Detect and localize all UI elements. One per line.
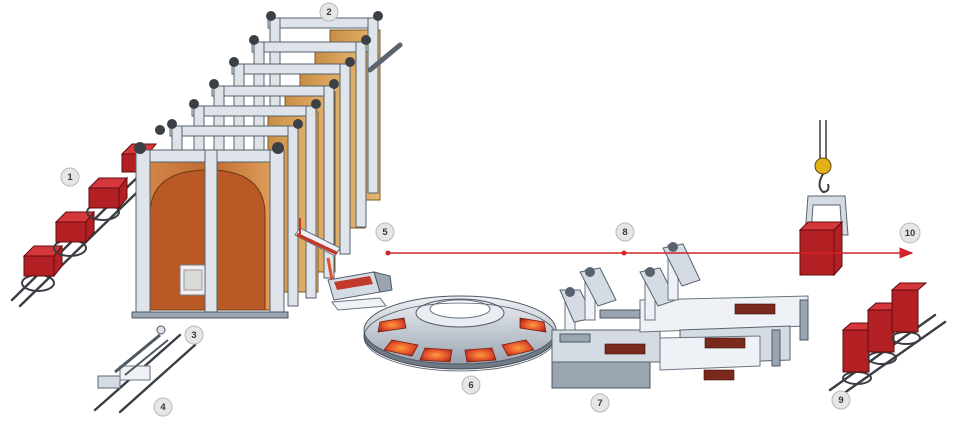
outgoing-anode (841, 322, 879, 385)
svg-text:8: 8 (622, 227, 627, 238)
outgoing-anode (890, 282, 928, 345)
anode-stack (604, 343, 646, 355)
wheel-mold (377, 317, 407, 333)
anode-stack (734, 303, 776, 315)
handling-arm (579, 267, 617, 321)
callout-3: 3 (184, 325, 204, 345)
callout-2: 2 (319, 2, 339, 22)
flow-node (621, 250, 627, 256)
anode-stack (704, 337, 746, 349)
charging-machine (93, 325, 197, 414)
callout-6: 6 (461, 375, 481, 395)
svg-text:10: 10 (905, 228, 916, 239)
anode-crane (798, 120, 849, 277)
wheel-mold (501, 339, 535, 357)
callout-10: 10 (899, 222, 921, 244)
callout-1: 1 (60, 167, 80, 187)
callout-7: 7 (590, 393, 610, 413)
svg-text:2: 2 (326, 7, 331, 18)
process-flow-arrow (385, 247, 914, 259)
melting-furnace (131, 125, 289, 319)
svg-text:7: 7 (597, 398, 602, 409)
outgoing-anode-conveyor (828, 282, 947, 398)
ladle-launder (294, 218, 393, 311)
incoming-ingot-conveyor (10, 143, 162, 308)
anode-stacking-machine (551, 242, 809, 389)
lifted-anode (798, 220, 844, 277)
wheel-mold (419, 347, 453, 363)
callout-4: 4 (153, 397, 173, 417)
svg-text:9: 9 (838, 395, 843, 406)
handling-arm (662, 242, 701, 301)
callout-9: 9 (831, 390, 851, 410)
wheel-mold (519, 317, 547, 333)
svg-text:5: 5 (382, 227, 388, 238)
wheel-mold (383, 339, 419, 357)
outgoing-anode (866, 302, 904, 365)
casting-wheel (363, 295, 557, 372)
incoming-ingot (53, 210, 96, 257)
wheel-mold (464, 347, 497, 363)
svg-text:6: 6 (468, 380, 473, 391)
incoming-ingot (86, 176, 129, 221)
callout-5: 5 (375, 222, 395, 242)
flow-node (385, 250, 391, 256)
anode-stack (703, 369, 735, 381)
callout-8: 8 (615, 222, 635, 242)
svg-text:4: 4 (160, 402, 166, 413)
svg-text:1: 1 (67, 172, 73, 183)
svg-text:3: 3 (191, 330, 196, 341)
